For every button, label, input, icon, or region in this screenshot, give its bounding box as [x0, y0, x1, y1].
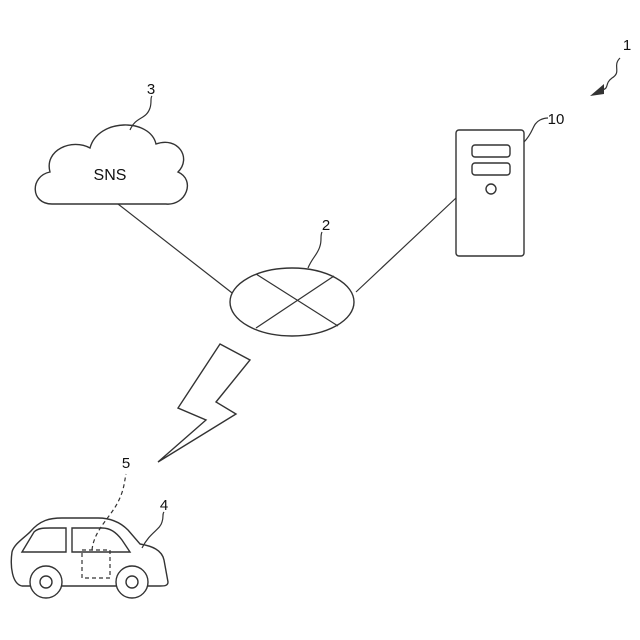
vehicle-car: [11, 518, 168, 598]
network-server-link: [356, 198, 456, 292]
vehicle-leader-line: [142, 512, 164, 548]
system-ref-arrow-line: [602, 58, 620, 90]
sns-ref-number: 3: [147, 81, 155, 98]
sns-label: SNS: [94, 167, 127, 184]
server-leader-line: [524, 118, 548, 142]
network-node: [230, 268, 354, 336]
server-ref-number: 10: [548, 111, 565, 128]
car-front-window: [22, 528, 66, 552]
wireless-link-bolt: [158, 344, 250, 462]
system-ref-arrowhead: [590, 84, 604, 96]
sns-network-link: [118, 204, 236, 296]
sns-cloud: SNS: [35, 125, 187, 204]
onboard-device-ref-number: 5: [122, 455, 130, 472]
system-ref-number: 1: [623, 37, 631, 54]
vehicle-ref-number: 4: [160, 497, 168, 514]
network-leader-line: [308, 232, 322, 268]
sns-leader-line: [130, 96, 152, 130]
server-tower: [456, 130, 524, 256]
network-ref-number: 2: [322, 217, 330, 234]
